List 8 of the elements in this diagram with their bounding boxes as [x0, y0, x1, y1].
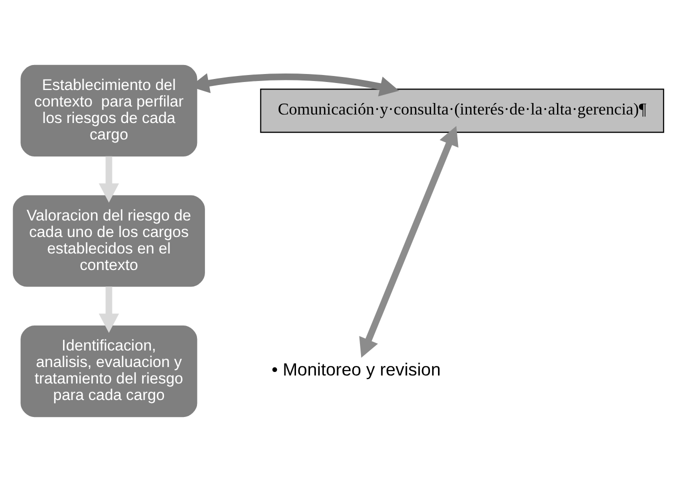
node-box: Identificacion, analisis, evaluacion y tratamiento del riesgo para cada cargo — [20, 324, 197, 417]
node-box: Establecimiento del contexto para perfilar los riesgos de cada cargo — [20, 64, 197, 156]
arrow — [358, 125, 458, 358]
node-text: • Monitoreo y revision — [271, 358, 440, 379]
node-box: Comunicación·y·consulta·(interés·de·la·alta·gerencia)¶ — [260, 88, 664, 132]
arrow — [98, 156, 119, 202]
node-box: Valoracion del riesgo de cada uno de los cargos establecidos en el contexto — [12, 194, 204, 286]
arrow — [98, 286, 119, 332]
